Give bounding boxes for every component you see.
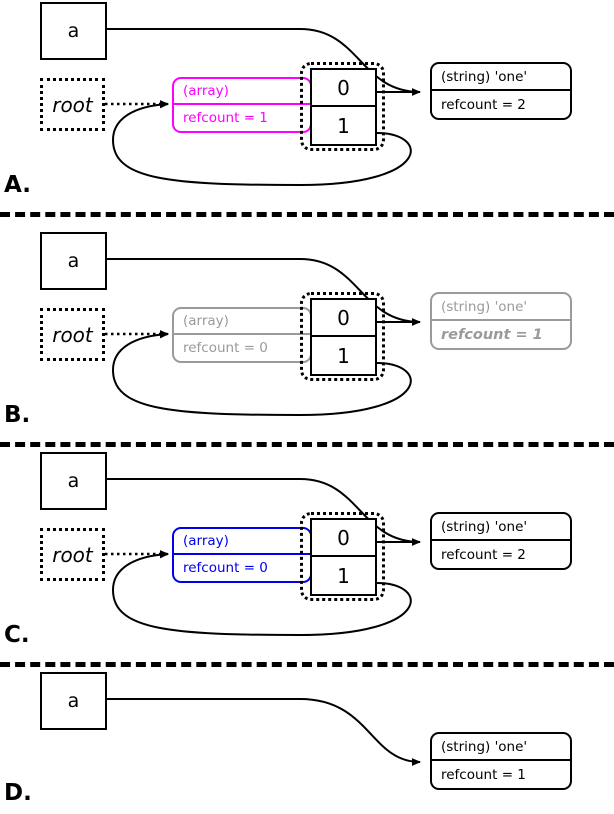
separator-3 bbox=[0, 662, 614, 667]
variable-box-a: a bbox=[40, 232, 107, 290]
array-index-cells: 0 1 bbox=[310, 68, 377, 146]
array-index-container bbox=[300, 292, 385, 381]
string-type-label: (string) 'one' bbox=[432, 294, 570, 321]
string-type-label: (string) 'one' bbox=[432, 734, 570, 761]
root-box: root bbox=[40, 78, 105, 131]
array-refcount-label: refcount = 1 bbox=[183, 110, 268, 126]
array-zval-box: (array) refcount = 1 bbox=[172, 77, 312, 133]
string-zval-box: (string) 'one' refcount = 1 bbox=[430, 732, 572, 790]
variable-box-a: a bbox=[40, 2, 107, 60]
section-c: a root (array) refcount = 0 0 1 (string)… bbox=[0, 450, 614, 662]
string-zval-box: (string) 'one' refcount = 2 bbox=[430, 512, 572, 570]
string-type-label: (string) 'one' bbox=[432, 64, 570, 91]
array-type-label: (array) bbox=[174, 309, 310, 335]
string-zval-box: (string) 'one' refcount = 2 bbox=[430, 62, 572, 120]
array-index-cells: 0 1 bbox=[310, 518, 377, 596]
variable-box-a: a bbox=[40, 452, 107, 510]
string-refcount-label: refcount = 2 bbox=[441, 96, 526, 113]
root-box: root bbox=[40, 308, 105, 361]
array-index-container bbox=[300, 512, 385, 601]
string-type-label: (string) 'one' bbox=[432, 514, 570, 541]
root-box: root bbox=[40, 528, 105, 581]
section-b: a root (array) refcount = 0 0 1 (string)… bbox=[0, 230, 614, 442]
array-refcount-label: refcount = 0 bbox=[183, 340, 268, 356]
string-zval-box: (string) 'one' refcount = 1 bbox=[430, 292, 572, 350]
string-refcount-label: refcount = 2 bbox=[441, 546, 526, 563]
array-type-label: (array) bbox=[174, 79, 310, 105]
array-zval-box: (array) refcount = 0 bbox=[172, 307, 312, 363]
section-a: a root (array) refcount = 1 0 1 (string)… bbox=[0, 0, 614, 212]
array-index-1: 1 bbox=[337, 113, 350, 138]
section-letter-b: B. bbox=[4, 402, 31, 428]
variable-box-a: a bbox=[40, 672, 107, 730]
array-index-0: 0 bbox=[312, 70, 375, 107]
array-type-label: (array) bbox=[174, 529, 310, 555]
array-index-cells: 0 1 bbox=[310, 298, 377, 376]
array-zval-box: (array) refcount = 0 bbox=[172, 527, 312, 583]
string-refcount-label: refcount = 1 bbox=[441, 326, 543, 343]
string-refcount-label: refcount = 1 bbox=[441, 766, 526, 783]
section-d: a (string) 'one' refcount = 1 D. bbox=[0, 670, 614, 814]
array-refcount-label: refcount = 0 bbox=[183, 560, 268, 576]
section-letter-d: D. bbox=[4, 780, 32, 806]
array-index-1: 1 bbox=[337, 343, 350, 368]
array-index-0: 0 bbox=[312, 520, 375, 557]
separator-1 bbox=[0, 212, 614, 217]
section-letter-c: C. bbox=[4, 622, 30, 648]
section-letter-a: A. bbox=[4, 172, 31, 198]
array-index-1: 1 bbox=[337, 563, 350, 588]
array-index-container bbox=[300, 62, 385, 151]
separator-2 bbox=[0, 442, 614, 447]
array-index-0: 0 bbox=[312, 300, 375, 337]
